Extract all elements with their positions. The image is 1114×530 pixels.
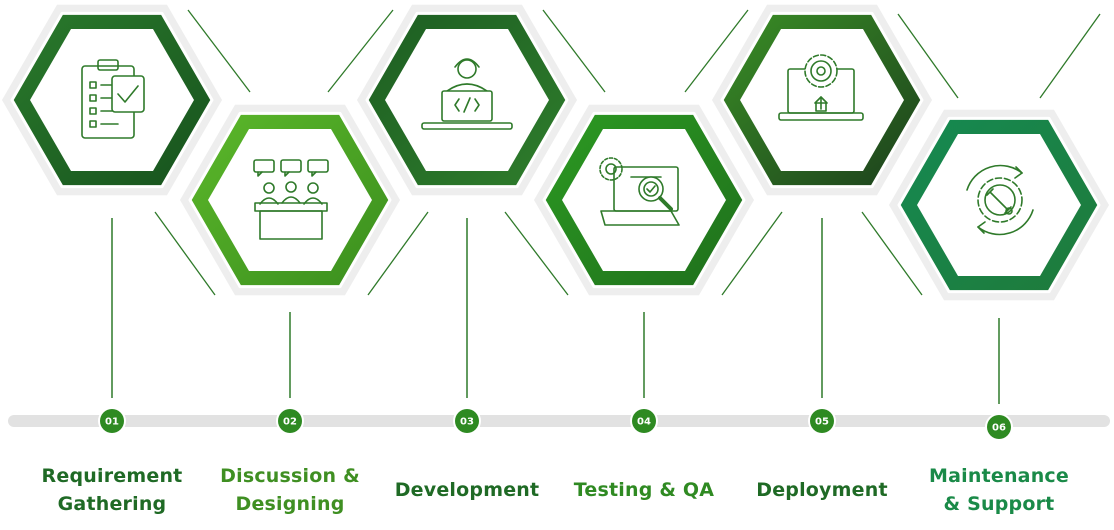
hexagon-inner [917,134,1081,276]
step-number-badge: 05 [808,407,836,435]
step-hexagons [2,4,1109,301]
step-label-line: Deployment [756,479,888,501]
badge-circle [100,409,124,433]
step-label-maintenance-support: Maintenance & Support [914,462,1084,518]
step-label-line: Development [394,479,540,501]
connector-line [1039,13,1101,99]
connector-line [861,211,923,296]
step-number-badge: 01 [98,407,126,435]
hexagon-inner [740,29,904,171]
badge-number: 04 [637,417,651,428]
connector-line [187,9,251,93]
laptop-gear-upload-icon [778,54,864,121]
step-label-deployment: Deployment [737,476,907,504]
connector-line [542,9,606,93]
badge-circle [278,409,302,433]
step-number-badge: 06 [985,413,1013,441]
step-label-line: Testing & QA [573,479,715,501]
connector-line [367,211,429,296]
step-hexagon [534,104,754,296]
step-label-line: Maintenance [929,465,1069,487]
step-label-line: & Support [943,493,1055,515]
step-number-badge: 03 [453,407,481,435]
badge-circle [455,409,479,433]
connector-line [154,211,216,296]
clipboard-checklist-icon [81,59,145,139]
badge-circle [632,409,656,433]
laptop-testing-magnifier-icon [599,157,680,226]
step-hexagon [180,104,400,296]
step-hexagon [889,109,1109,301]
connector-line [684,9,749,93]
step-stems [111,218,1000,404]
badge-number: 03 [460,417,474,428]
step-badges: 01 02 03 04 05 06 [98,407,1013,441]
step-number-badge: 04 [630,407,658,435]
step-label-development: Development [382,476,552,504]
step-label-testing-qa: Testing & QA [559,476,729,504]
connector-line [897,13,959,99]
badge-number: 02 [283,417,297,428]
step-label-line: Discussion & [220,465,360,487]
step-hexagon [712,4,932,196]
step-label-discussion-designing: Discussion & Designing [205,462,375,518]
hexagon-inner [562,129,726,271]
team-discussion-icon [253,159,329,240]
connector-line [504,211,569,296]
step-label-line: Designing [235,493,345,515]
badge-circle [810,409,834,433]
step-label-line: Requirement [41,465,183,487]
timeline-bar [8,415,1110,427]
badge-number: 05 [815,417,829,428]
badge-circle [987,415,1011,439]
connector-line [721,211,783,296]
hexagon-connector-lines [154,9,1101,296]
hexagon-inner [208,129,372,271]
developer-laptop-icon [421,58,513,130]
gear-wrench-cycle-icon [966,164,1034,236]
step-number-badge: 02 [276,407,304,435]
badge-number: 06 [992,423,1006,434]
badge-number: 01 [105,417,119,428]
step-label-line: Gathering [57,493,167,515]
connector-line [327,9,394,93]
